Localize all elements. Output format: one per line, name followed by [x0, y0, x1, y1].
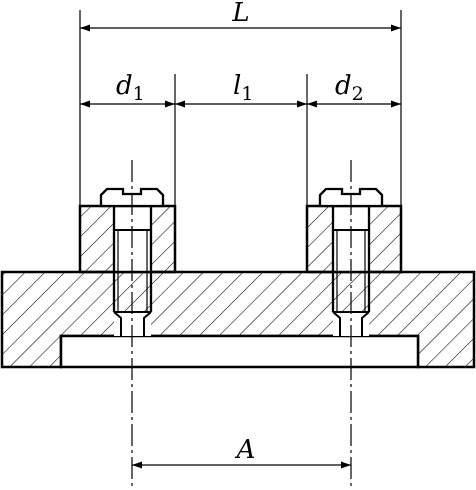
- extension-lines: [79, 10, 402, 206]
- slot: [59, 334, 420, 369]
- label-d2: d2: [335, 71, 364, 105]
- label-L: L: [231, 0, 249, 28]
- label-l1: l1: [233, 71, 253, 105]
- left-block: [78, 204, 177, 274]
- label-A: A: [235, 435, 256, 465]
- label-d1: d1: [116, 71, 145, 105]
- left-screw: [99, 187, 165, 336]
- right-block: [305, 204, 403, 274]
